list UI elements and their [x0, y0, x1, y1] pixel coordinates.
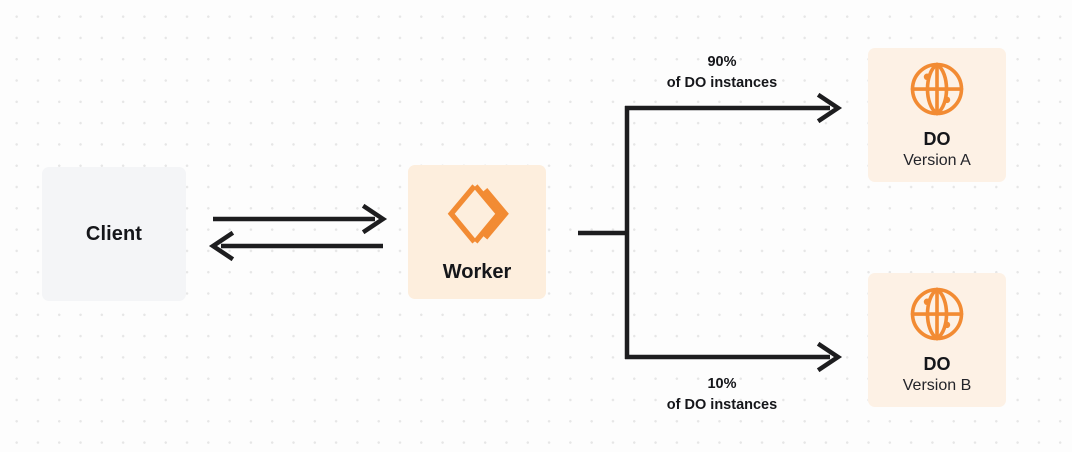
node-do-a-sublabel: Version A [903, 152, 971, 170]
node-worker-label: Worker [442, 260, 512, 283]
edge-label-do-a-description: of DO instances [666, 74, 778, 91]
arrow-worker-to-do-b [625, 341, 843, 373]
arrow-worker-to-do-a [625, 92, 843, 124]
node-client-label: Client [85, 222, 143, 245]
branch-stub [578, 106, 630, 359]
edge-label-do-a: 90% of DO instances [598, 52, 846, 93]
node-do-version-b: DO Version B [868, 273, 1006, 407]
node-client: Client [42, 167, 186, 301]
edge-label-do-b-percent: 10% [707, 376, 737, 392]
node-do-b-sublabel: Version B [902, 377, 972, 395]
node-worker: Worker [408, 165, 546, 299]
globe-icon [908, 60, 966, 118]
edge-label-do-b: 10% of DO instances [598, 374, 846, 415]
cloudflare-workers-logo-icon [444, 181, 510, 247]
edge-label-do-a-percent: 90% [707, 54, 737, 70]
node-do-version-a: DO Version A [868, 48, 1006, 182]
arrow-worker-to-client [208, 230, 383, 262]
node-do-a-label: DO [923, 128, 951, 149]
globe-icon [908, 285, 966, 343]
edge-label-do-b-description: of DO instances [666, 396, 778, 413]
node-do-b-label: DO [923, 353, 951, 374]
arrow-client-to-worker [213, 203, 388, 235]
